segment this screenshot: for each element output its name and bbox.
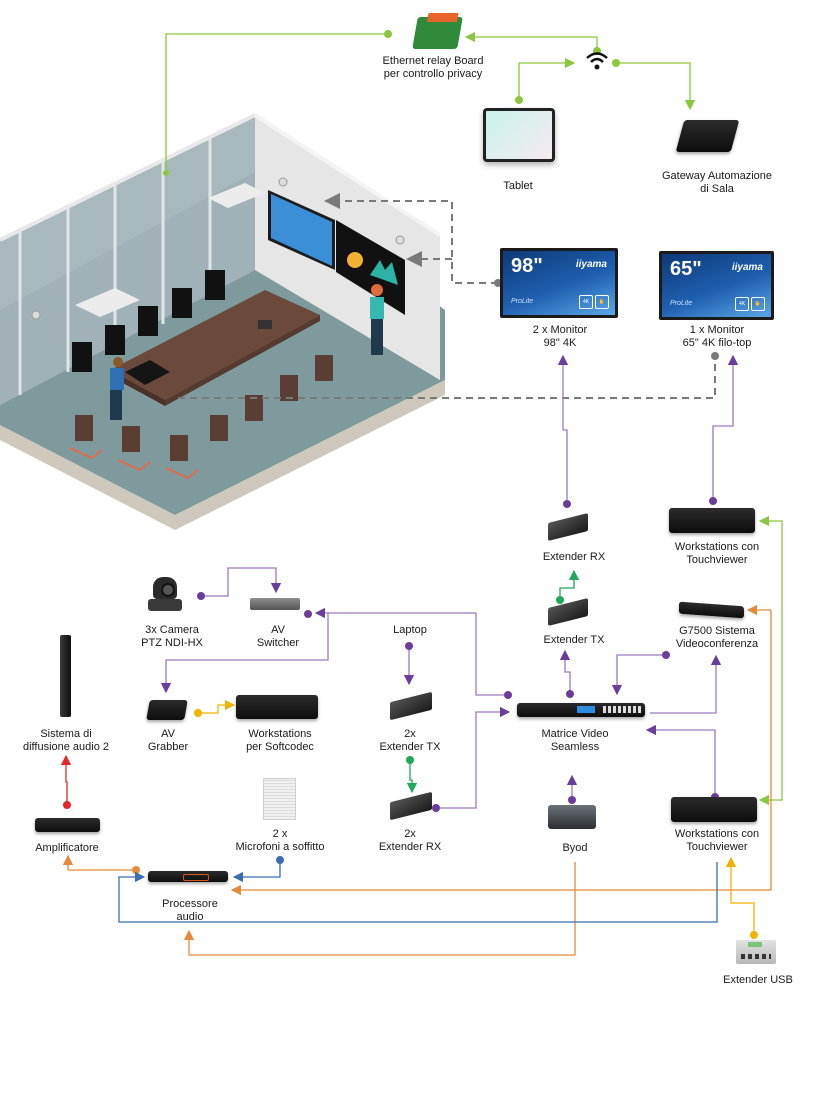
audio-processor[interactable] — [148, 871, 228, 882]
monitor-98-inch[interactable]: 98" iiyama ProLite 4K ✋ — [500, 248, 618, 318]
tablet[interactable] — [483, 108, 555, 162]
extender-rx-label: Extender RX — [542, 551, 606, 563]
amplifier-label: Amplificatore — [35, 842, 99, 854]
workstation-touchviewer-top[interactable] — [669, 508, 755, 533]
relay-blocks — [426, 13, 459, 22]
column-speaker[interactable] — [60, 635, 71, 717]
av-switcher[interactable] — [250, 598, 300, 610]
usb-ports-icon — [741, 954, 771, 959]
usb-extender-label: Extender USB — [723, 974, 793, 986]
byod-mini-pc[interactable] — [548, 805, 596, 829]
usb-extender[interactable] — [736, 940, 776, 964]
link-wifi-to-relay — [464, 31, 598, 52]
camera-lens-icon — [161, 583, 175, 597]
glass-wall-panels — [0, 115, 255, 405]
automation-gateway[interactable] — [675, 120, 740, 152]
back-wall-top — [253, 113, 442, 237]
extender-tx-label: Extender TX — [543, 634, 605, 646]
byod-label: Byod — [562, 842, 588, 854]
video-wall-right — [336, 220, 405, 315]
ceiling-microphone[interactable] — [263, 778, 296, 820]
monitor-series: ProLite — [511, 298, 534, 305]
monitor-65-inch[interactable]: 65" iiyama ProLite 4K ✋ — [659, 251, 774, 320]
control-links — [178, 193, 716, 399]
link-tablet-to-wifi — [518, 57, 576, 100]
video-links — [160, 354, 739, 809]
4k-badge-icon: 4K — [735, 297, 749, 311]
monitor-series: ProLite — [670, 300, 693, 307]
monitor-brand: iiyama — [575, 259, 607, 270]
matrix-buttons — [603, 706, 641, 713]
amplifier[interactable] — [35, 818, 100, 832]
person-at-table — [110, 357, 124, 420]
meeting-room-illustration — [0, 110, 470, 535]
monitor-size: 98" — [511, 255, 543, 277]
touch-icon: ✋ — [595, 295, 609, 309]
monitor-size: 65" — [670, 258, 702, 280]
seamless-video-matrix[interactable] — [517, 703, 645, 717]
link-workstations — [758, 515, 783, 801]
workstation-touchviewer-bottom[interactable] — [671, 797, 757, 822]
person-at-video-wall — [370, 284, 384, 355]
table-touch-screen — [125, 360, 170, 385]
wall-top — [0, 113, 256, 242]
ethernet-relay-board[interactable] — [412, 13, 463, 49]
link-relay-to-room — [165, 33, 388, 173]
monitor-brand: iiyama — [731, 262, 763, 273]
acoustic-panel — [208, 183, 265, 208]
meeting-room-svg — [0, 113, 445, 530]
chairs-back-row — [72, 270, 225, 372]
wifi-icon — [585, 50, 609, 72]
tablet-screen — [486, 111, 552, 159]
av-grabber[interactable] — [146, 700, 188, 720]
ceiling-speaker — [278, 177, 288, 187]
floor-edge — [0, 380, 445, 530]
link-wifi-to-gateway — [616, 62, 696, 111]
tablet-label: Tablet — [503, 180, 533, 192]
workstation-softcodec[interactable] — [236, 695, 318, 719]
acoustic-panel — [75, 288, 140, 317]
network-links — [165, 31, 783, 806]
chairs-front-row — [75, 355, 333, 461]
chart-area-screen — [370, 260, 398, 285]
matrix-display — [577, 706, 595, 713]
chair-legs — [69, 447, 199, 480]
4k-badge-icon: 4K — [579, 295, 593, 309]
laptop-label[interactable]: Laptop — [393, 624, 427, 636]
touch-icon: ✋ — [751, 297, 765, 311]
video-conference-screen — [271, 194, 332, 266]
ceiling-speaker — [31, 310, 41, 320]
ceiling-speaker — [395, 235, 405, 245]
chart-pie-screen — [347, 252, 363, 268]
laptop-on-table — [258, 320, 272, 329]
ptz-camera[interactable] — [148, 577, 182, 613]
